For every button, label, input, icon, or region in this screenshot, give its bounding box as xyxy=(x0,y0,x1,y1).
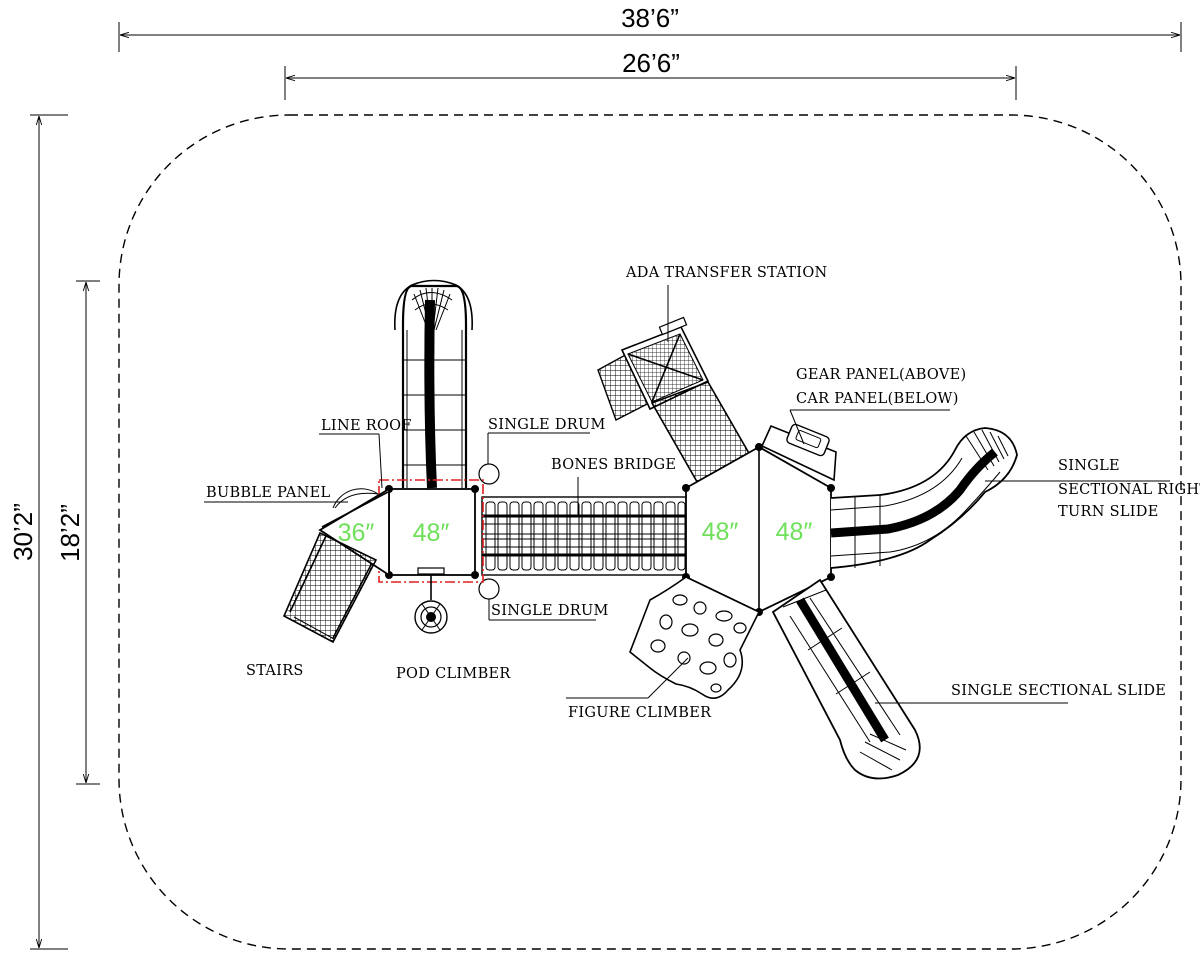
label-single-drum-top: SINGLE DRUM xyxy=(488,417,606,433)
label-line-roof: LINE ROOF xyxy=(321,418,412,434)
inner-depth-label: 18’2” xyxy=(55,504,85,562)
gear-car-panel xyxy=(760,423,837,482)
overall-width-label: 38’6” xyxy=(621,3,679,33)
dimension-inner-width: 26’6” xyxy=(284,48,1017,100)
label-right-turn-slide-line2: SECTIONAL RIGHT xyxy=(1058,482,1200,498)
sectional-slide xyxy=(771,578,921,780)
dimension-overall-width: 38’6” xyxy=(118,3,1182,52)
label-right-turn-slide-line1: SINGLE xyxy=(1058,458,1120,474)
deck-height-48-left: 48″ xyxy=(413,519,450,547)
right-turn-slide xyxy=(830,427,1018,569)
label-right-turn-slide-line3: TURN SLIDE xyxy=(1058,504,1159,520)
label-pod-climber: POD CLIMBER xyxy=(396,666,511,682)
deck-height-48-right: 48″ xyxy=(776,518,813,546)
dimension-overall-depth: 30’2” xyxy=(8,114,68,950)
label-sectional-slide: SINGLE SECTIONAL SLIDE xyxy=(951,683,1166,699)
dimension-inner-depth: 18’2” xyxy=(55,280,100,785)
label-single-drum-bottom: SINGLE DRUM xyxy=(491,603,609,619)
bones-bridge xyxy=(481,496,689,576)
callout-leaders xyxy=(204,285,1170,704)
label-figure-climber: FIGURE CLIMBER xyxy=(568,705,712,721)
ada-transfer-station xyxy=(597,316,752,489)
deck-height-48-mid: 48″ xyxy=(702,518,739,546)
label-car-panel: CAR PANEL(BELOW) xyxy=(796,391,959,407)
deck-height-36: 36″ xyxy=(338,519,375,547)
hex-deck-pair xyxy=(682,443,835,616)
inner-width-label: 26’6” xyxy=(622,48,680,78)
figure-climber xyxy=(629,576,761,699)
safety-zone-outline xyxy=(118,114,1182,950)
label-bones-bridge: BONES BRIDGE xyxy=(551,457,676,473)
label-stairs: STAIRS xyxy=(246,663,304,679)
stairs xyxy=(282,531,378,644)
overall-depth-label: 30’2” xyxy=(8,503,38,561)
single-drum-top xyxy=(478,463,500,485)
top-straight-slide xyxy=(394,279,473,489)
label-gear-panel: GEAR PANEL(ABOVE) xyxy=(796,367,966,383)
label-ada-transfer-station: ADA TRANSFER STATION xyxy=(625,265,828,281)
pod-climber xyxy=(414,574,448,634)
deck-48-left xyxy=(378,479,484,583)
label-bubble-panel: BUBBLE PANEL xyxy=(206,485,330,501)
